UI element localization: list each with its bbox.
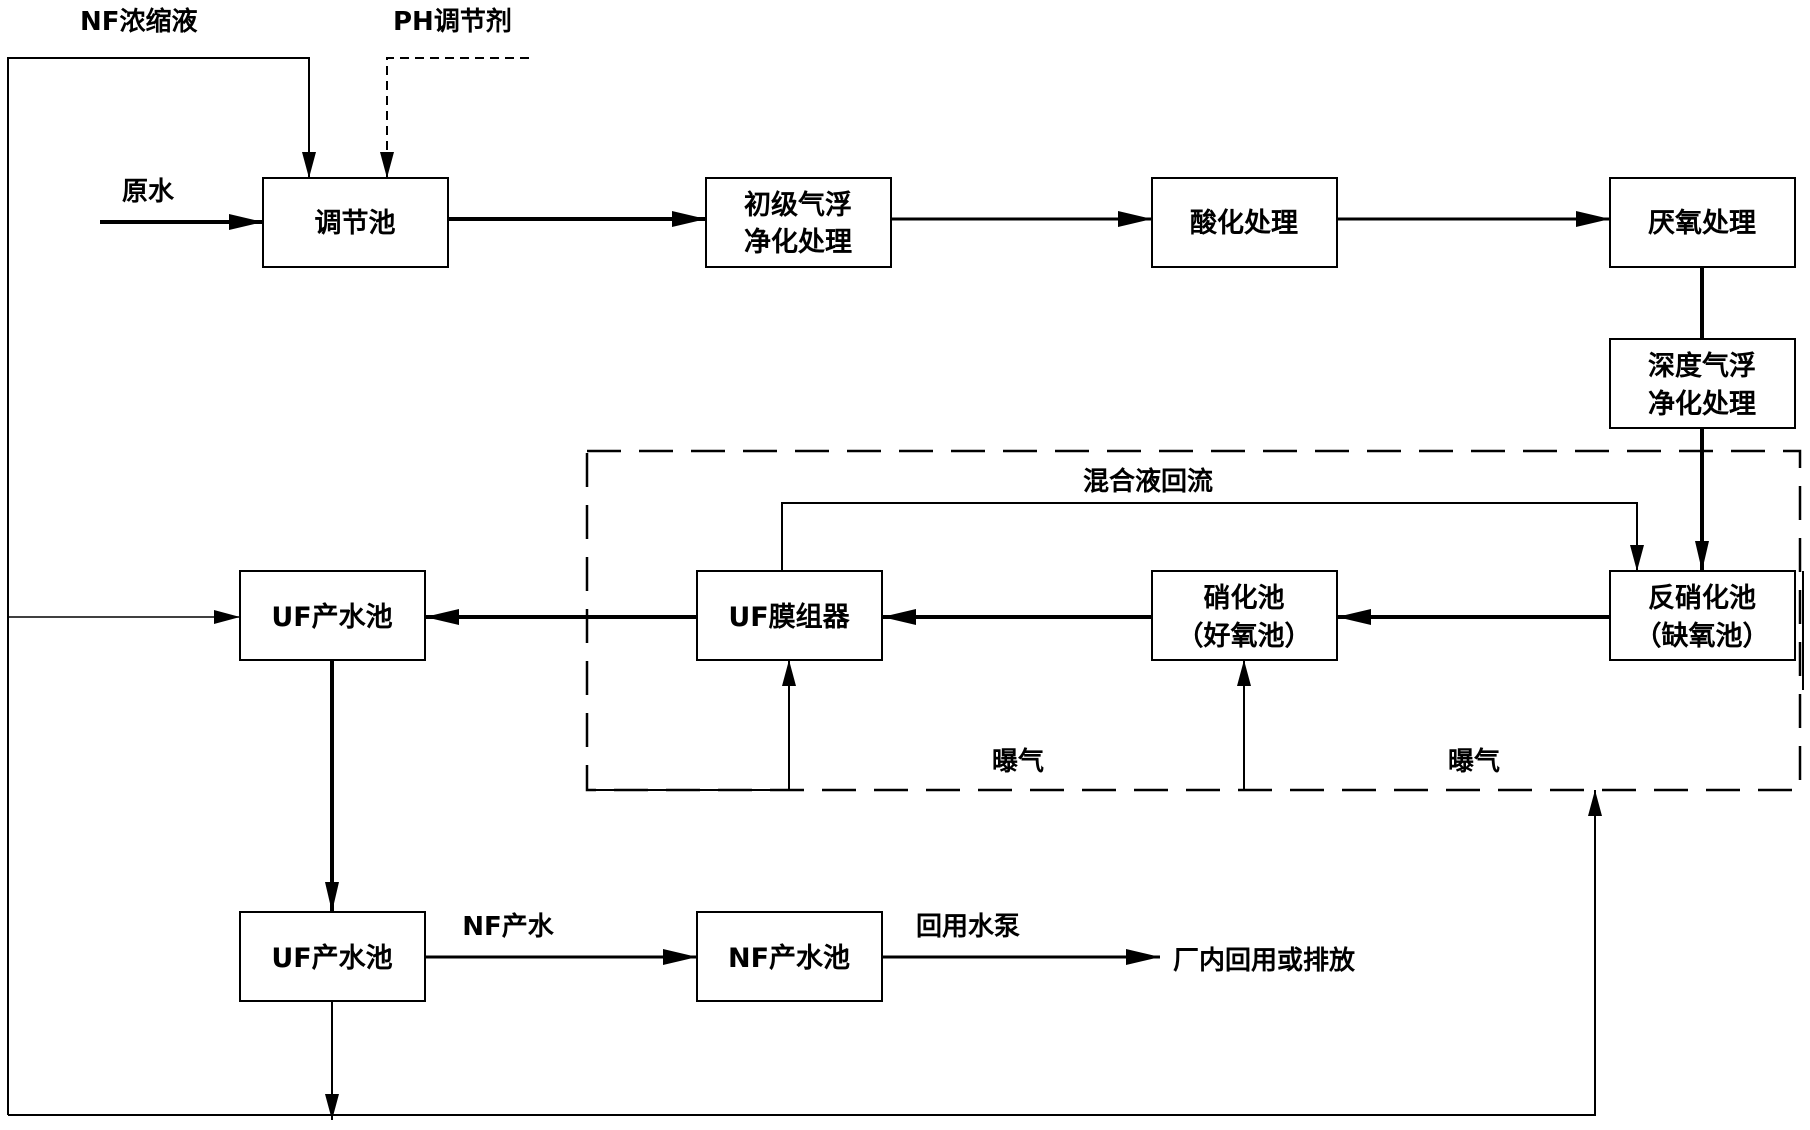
box-chuji-label-2: 净化处理 [744,227,852,258]
box-uf-pool-1-label: UF产水池 [271,602,392,633]
box-xiaohua-label-1: 硝化池 [1204,583,1285,614]
box-uf-pool-2: UF产水池 [239,911,426,1002]
box-xiaohua-label-2: （好氧池） [1177,621,1312,652]
label-mixed-return: 混合液回流 [1083,466,1213,497]
box-tiaojie-label: 调节池 [315,208,396,239]
box-tiaojie: 调节池 [262,177,449,268]
box-chuji: 初级气浮 净化处理 [705,177,892,268]
arrow-mixed-liquor-return [781,502,1644,571]
box-xiaohua: 硝化池 （好氧池） [1151,570,1338,661]
box-uf-pool-2-label: UF产水池 [271,943,392,974]
label-aeration-1: 曝气 [992,746,1044,777]
label-nf-concentrate: NF浓缩液 [80,6,198,37]
label-ph-regulator: PH调节剂 [393,7,512,37]
label-reuse-pump: 回用水泵 [916,912,1020,942]
label-destination: 厂内回用或排放 [1173,945,1356,976]
line-bottom-return-loop [8,790,1602,1116]
box-shendu-label-2: 净化处理 [1648,389,1756,420]
line-nf-concentrate-loop [7,57,316,1115]
label-raw-water: 原水 [122,177,175,207]
box-uf-pool-1: UF产水池 [239,570,426,661]
box-shendu: 深度气浮 净化处理 [1609,338,1796,429]
box-uf-module: UF膜组器 [696,570,883,661]
bio-zone-dashed-border [585,449,1802,792]
box-chuji-label-1: 初级气浮 [744,189,852,221]
box-uf-module-label: UF膜组器 [728,601,850,633]
label-aeration-2: 曝气 [1448,746,1500,777]
box-fanxiao: 反硝化池 （缺氧池） [1609,570,1796,661]
box-fanxiao-label-1: 反硝化池 [1648,583,1756,614]
box-shendu-label-1: 深度气浮 [1648,350,1756,382]
box-yanyang: 厌氧处理 [1609,177,1796,268]
box-suanhua-label: 酸化处理 [1190,208,1298,239]
box-nf-pool: NF产水池 [696,911,883,1002]
line-aeration-ufmodule [587,660,796,791]
label-nf-product: NF产水 [462,912,555,942]
box-nf-pool-label: NF产水池 [728,943,850,974]
box-suanhua: 酸化处理 [1151,177,1338,268]
box-fanxiao-label-2: （缺氧池） [1635,621,1770,652]
box-yanyang-label: 厌氧处理 [1648,208,1756,239]
line-ph-regulator [380,57,529,178]
